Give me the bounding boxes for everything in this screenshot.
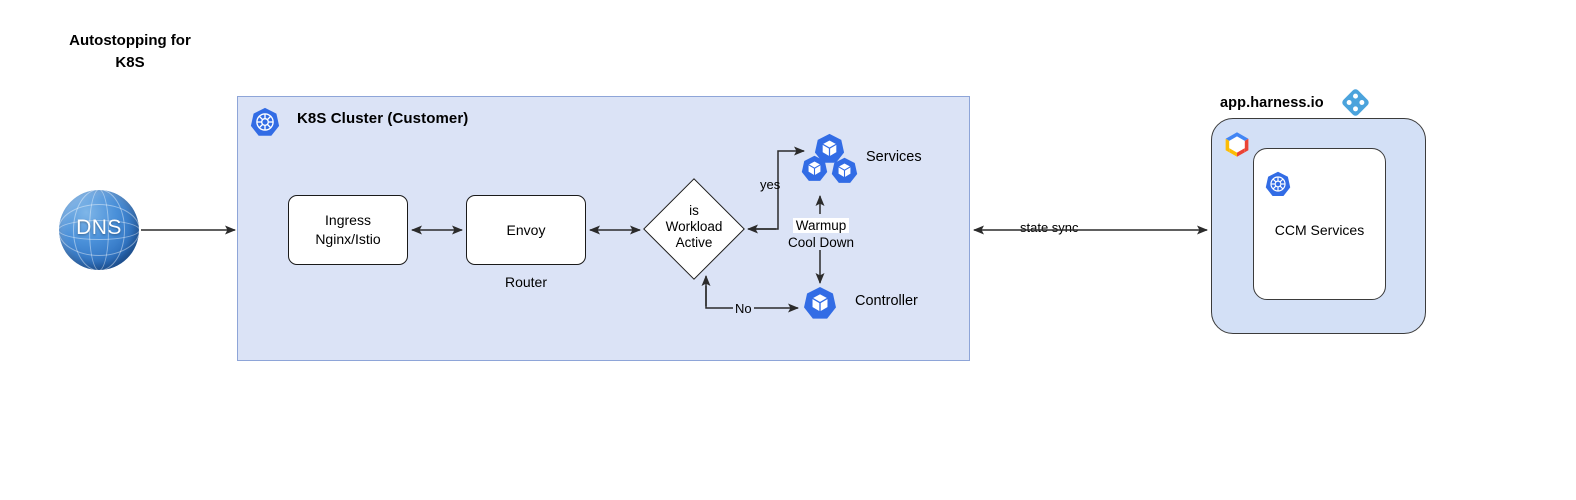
no-label: No <box>733 301 754 316</box>
page-title: Autostopping for K8S <box>69 32 191 71</box>
yes-label: yes <box>760 177 781 192</box>
kubernetes-icon <box>1265 171 1291 197</box>
dns-node: DNS <box>59 190 139 270</box>
warmup-cooldown-label: Warmup Cool Down <box>770 217 872 252</box>
ccm-services-label: CCM Services <box>1274 222 1365 238</box>
google-cloud-icon <box>1222 131 1252 163</box>
services-node[interactable] <box>800 133 864 193</box>
ingress-node[interactable]: Ingress Nginx/Istio <box>288 195 408 265</box>
globe-parallel-icon <box>59 204 139 256</box>
globe-parallel-icon <box>59 220 139 240</box>
warmup-text: Warmup <box>792 218 850 233</box>
controller-node[interactable] <box>802 286 838 320</box>
services-label: Services <box>866 149 922 165</box>
router-label: Router <box>504 274 548 290</box>
decision-node-is-workload-active[interactable]: is Workload Active <box>642 177 745 280</box>
harness-title: app.harness.io <box>1220 95 1324 111</box>
envoy-node[interactable]: Envoy <box>466 195 586 265</box>
cooldown-text: Cool Down <box>787 235 855 251</box>
controller-label: Controller <box>855 293 918 309</box>
dns-label: DNS <box>76 216 122 239</box>
cluster-title: K8S Cluster (Customer) <box>297 110 469 127</box>
decision-label: is Workload Active <box>665 203 723 251</box>
kubernetes-icon <box>250 107 280 137</box>
harness-logo-icon <box>1341 88 1370 122</box>
